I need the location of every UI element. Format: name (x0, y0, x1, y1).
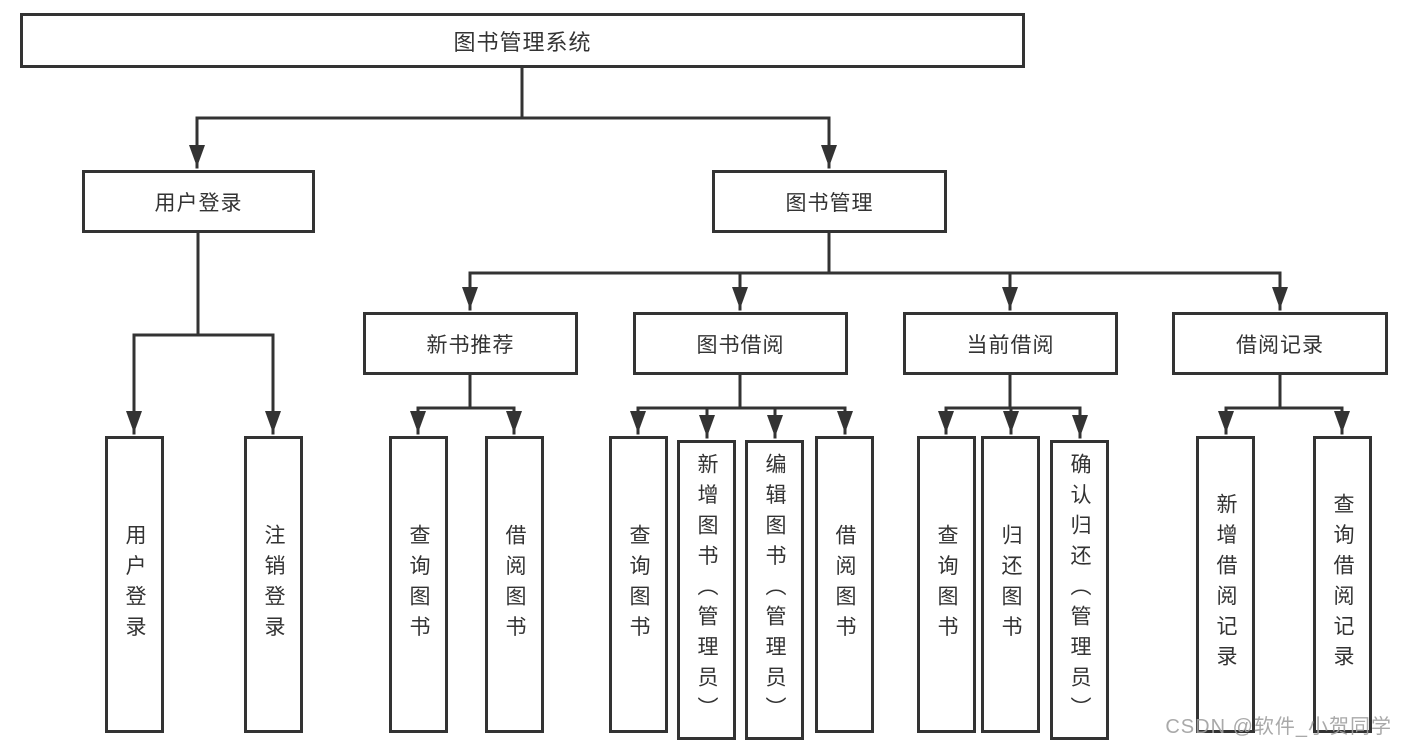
leaf-logout-login: 注销登录 (244, 436, 303, 733)
node-borrowing-records: 借阅记录 (1172, 312, 1388, 375)
leaf-query-books-1: 查询图书 (389, 436, 448, 733)
leaf-add-books-admin: 新增图书（管理员） (677, 440, 736, 740)
leaf-borrow-books-1: 借阅图书 (485, 436, 544, 733)
leaf-confirm-return-admin: 确认归还（管理员） (1050, 440, 1109, 740)
leaf-borrow-books-2: 借阅图书 (815, 436, 874, 733)
node-current-borrowing: 当前借阅 (903, 312, 1118, 375)
leaf-return-books: 归还图书 (981, 436, 1040, 733)
node-new-book-recommend: 新书推荐 (363, 312, 578, 375)
node-library-system: 图书管理系统 (20, 13, 1025, 68)
leaf-edit-books-admin: 编辑图书（管理员） (745, 440, 804, 740)
node-user-login: 用户登录 (82, 170, 315, 233)
watermark: CSDN @软件_小贺同学 (1165, 716, 1392, 738)
leaf-query-books-3: 查询图书 (917, 436, 976, 733)
leaf-add-borrow-record: 新增借阅记录 (1196, 436, 1255, 733)
node-book-borrowing: 图书借阅 (633, 312, 848, 375)
leaf-query-books-2: 查询图书 (609, 436, 668, 733)
leaf-user-login: 用户登录 (105, 436, 164, 733)
leaf-query-borrow-record: 查询借阅记录 (1313, 436, 1372, 733)
node-book-management: 图书管理 (712, 170, 947, 233)
